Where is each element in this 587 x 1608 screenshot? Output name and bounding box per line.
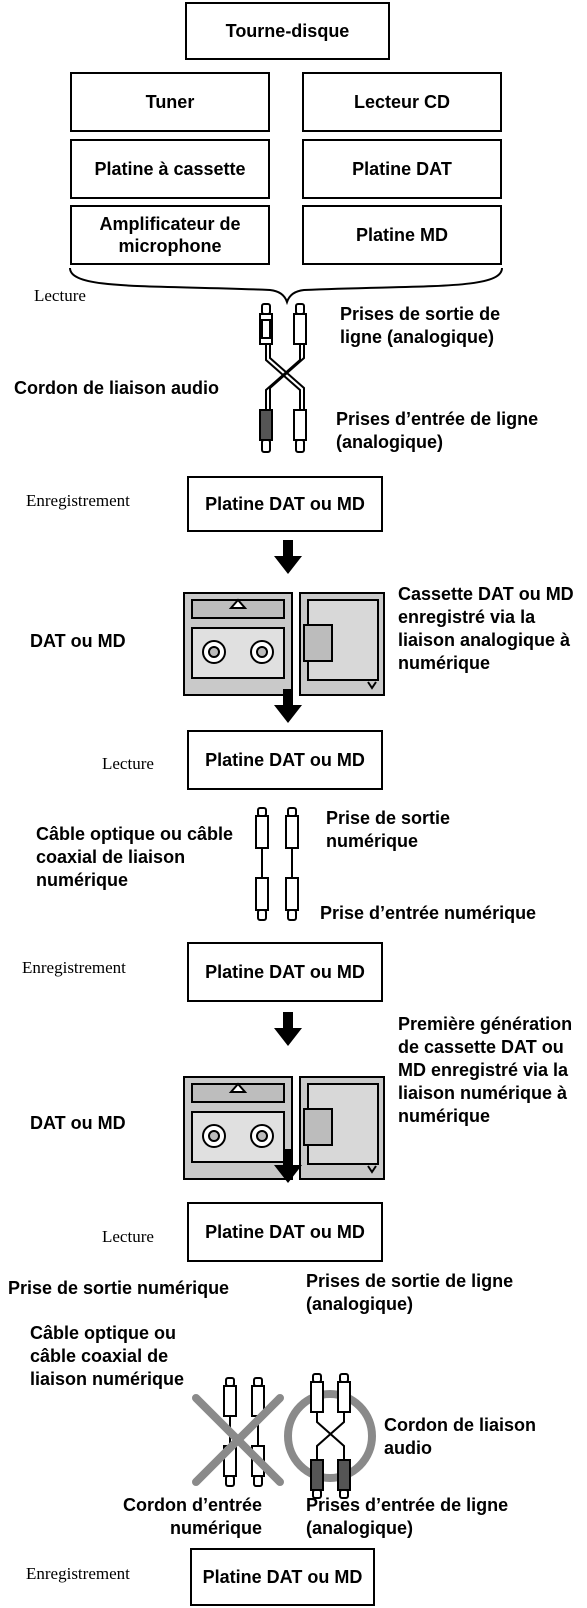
optical-coax-label: Câble optique ou câble coaxial de liaiso… — [36, 824, 234, 890]
digital-in-cord-label: Cordon d’entrée numérique — [122, 1495, 262, 1538]
dat-deck-box: Platine DAT — [302, 139, 502, 199]
audio-cord-label: Cordon de liaison audio — [14, 378, 220, 398]
down-arrow-icon — [274, 540, 302, 1183]
dat-md-deck-5: Platine DAT ou MD — [190, 1548, 375, 1606]
line-out-jacks-label: Prises de sortie de ligne (analogique) — [340, 304, 501, 347]
playback-label-2: Lecture — [102, 754, 154, 773]
circle-ok-icon — [284, 1390, 376, 1482]
audio-cord-icon-2 — [310, 1373, 351, 1499]
tuner-label: Tuner — [145, 92, 195, 112]
dat-md-deck-3: Platine DAT ou MD — [187, 942, 383, 1002]
line-in-jacks-label: Prises d’entrée de ligne (analogique) — [336, 409, 539, 452]
line-in-jacks-label-2: Prises d’entrée de ligne (analogique) — [306, 1495, 509, 1538]
recording-label-1: Enregistrement — [26, 491, 130, 510]
digital-out-jack-label: Prise de sortie numérique — [326, 808, 451, 851]
md-deck-label: Platine MD — [355, 225, 448, 245]
cassette-deck-label: Platine à cassette — [94, 159, 246, 179]
cd-player-label: Lecteur CD — [353, 92, 451, 112]
dat-or-md-label-1: DAT ou MD — [30, 631, 126, 651]
recorded-analog-label: Cassette DAT ou MD enregistré via la lia… — [398, 584, 574, 673]
cd-player-box: Lecteur CD — [302, 72, 502, 132]
dat-md-deck-1: Platine DAT ou MD — [187, 476, 383, 532]
mic-amp-label: Amplificateur de microphone — [99, 214, 241, 256]
playback-label-1: Lecture — [34, 286, 86, 305]
dat-md-deck-2: Platine DAT ou MD — [187, 730, 383, 790]
md-deck-box: Platine MD — [302, 205, 502, 265]
dat-md-deck-4: Platine DAT ou MD — [187, 1202, 383, 1262]
digital-cable-icon — [223, 1377, 265, 1487]
digital-out-jack-label-2: Prise de sortie numérique — [8, 1278, 230, 1298]
turntable-box: Tourne-disque — [185, 2, 390, 60]
optical-cable-icon — [255, 807, 299, 921]
minidisc-icon — [299, 592, 385, 696]
tuner-box: Tuner — [70, 72, 270, 132]
dat-cassette-icon — [183, 592, 293, 696]
turntable-label: Tourne-disque — [225, 21, 350, 41]
digital-in-jack-label: Prise d’entrée numérique — [320, 903, 537, 923]
playback-label-3: Lecture — [102, 1227, 154, 1246]
cassette-deck-box: Platine à cassette — [70, 139, 270, 199]
mic-amp-box: Amplificateur de microphone — [70, 205, 270, 265]
dat-deck-label: Platine DAT — [352, 159, 452, 179]
first-generation-label: Première génération de cassette DAT ou M… — [398, 1014, 573, 1126]
dat-or-md-label-2: DAT ou MD — [30, 1113, 126, 1133]
optical-coax-short-label: Câble optique ou câble coaxial de liaiso… — [30, 1323, 185, 1389]
audio-cord-icon — [259, 303, 307, 453]
audio-cord-label-2: Cordon de liaison audio — [384, 1415, 537, 1458]
minidisc-icon-2 — [299, 1076, 385, 1180]
recording-label-2: Enregistrement — [22, 958, 126, 977]
recording-label-3: Enregistrement — [26, 1564, 130, 1583]
cross-icon — [192, 1394, 284, 1486]
line-out-jacks-label-2: Prises de sortie de ligne (analogique) — [306, 1271, 514, 1314]
dat-cassette-icon-2 — [183, 1076, 293, 1180]
group-brace — [69, 267, 503, 306]
